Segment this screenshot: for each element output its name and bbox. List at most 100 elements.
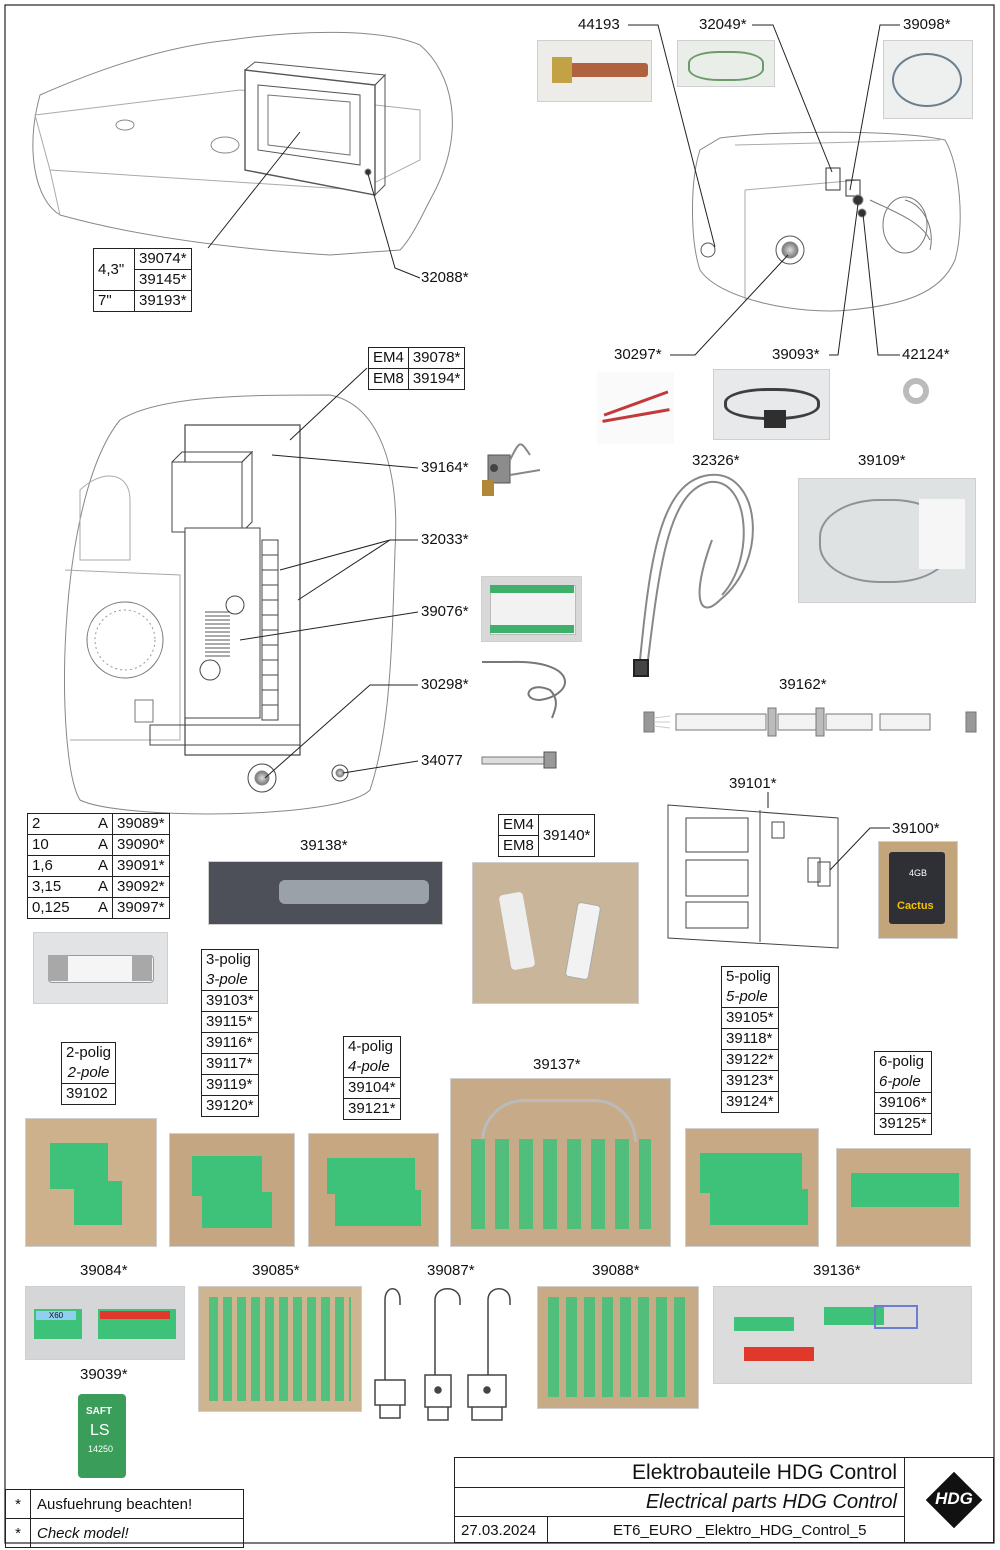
rod-34077 [481,751,557,769]
hdg-logo: HDG [925,1471,983,1529]
fuse-part: 39097* [112,897,170,919]
photo-42124-washer [903,378,929,404]
fuse-value: 1,6 [27,855,94,877]
photo-39137-connector-set [450,1078,671,1247]
pole4-table: 4-polig 4-pole 39104* 39121* [343,1036,401,1120]
fuse-value: 10 [27,834,94,856]
pole5-part: 39124* [721,1091,779,1113]
photo-39100-sd-card: 4GB Cactus [878,841,958,939]
em8-part: 39194* [407,368,466,390]
legend-de: Ausfuehrung beachten! [30,1489,244,1519]
pole3-part: 39116* [201,1032,259,1054]
photo-3pole-connector [169,1133,295,1247]
display-part-1: 39074* [134,248,192,270]
pole3-part: 39103* [201,990,259,1012]
pole4-en: 4-pole [343,1057,401,1078]
battery-model-text: LS [90,1422,110,1439]
callout-39162: 39162* [779,676,827,693]
fuse-unit: A [94,876,114,898]
callout-39138: 39138* [300,837,348,854]
hdg-logo-text: HDG [935,1489,973,1508]
sensor-30298 [482,660,566,719]
cable-32326 [633,473,754,677]
sd-size-text: 4GB [909,868,928,878]
fuse-part: 39090* [112,834,170,856]
callout-39093: 39093* [772,346,820,363]
fuse-value: 0,125 [27,897,94,919]
legend-en: Check model! [30,1518,244,1548]
photo-2pole-connector [25,1118,157,1247]
fuse-unit: A [94,813,114,835]
callout-39137: 39137* [533,1056,581,1073]
fuse-unit: A [94,855,114,877]
fuse-unit: A [94,834,114,856]
callout-42124: 42124* [902,346,950,363]
photo-39076-board [481,576,582,642]
pole5-part: 39123* [721,1070,779,1092]
photo-32049-cable [677,40,775,87]
fuse-part: 39089* [112,813,170,835]
display-size-43: 4,3" [93,248,135,291]
sd-brand-text: Cactus [897,900,934,912]
pole4-part: 39121* [343,1098,401,1120]
callout-30298: 30298* [421,676,469,693]
em4-part: 39078* [407,347,466,369]
pole6-de: 6-polig [874,1051,932,1072]
photo-39084-connectors: X60 [25,1286,185,1360]
callout-39087: 39087* [427,1262,475,1279]
em-fuse-em8: EM8 [498,835,539,857]
pole2-en: 2-pole [60,1063,117,1084]
callout-30297: 30297* [614,346,662,363]
callout-32326: 32326* [692,452,740,469]
display-table: 4,3"39074* 39145* 7"39193* [93,248,192,312]
date-text: 27.03.2024 [461,1522,537,1539]
fuse-part: 39092* [112,876,170,898]
callout-39085: 39085* [252,1262,300,1279]
callout-39084: 39084* [80,1262,128,1279]
callout-34077: 34077 [421,752,463,769]
photo-39088-connectors [537,1286,699,1409]
photo-39140-fuses [472,862,639,1004]
display-part-3: 39193* [134,290,192,312]
photo-6pole-connector [836,1148,971,1247]
photo-30297-sensor [597,372,674,444]
callout-39039: 39039* [80,1366,128,1383]
pole6-en: 6-pole [874,1072,932,1093]
x60-label: X60 [36,1311,76,1320]
callout-44193: 44193 [578,16,620,33]
callout-39076: 39076* [421,603,469,620]
harness-39162 [643,707,977,737]
callout-39088: 39088* [592,1262,640,1279]
callout-39136: 39136* [813,1262,861,1279]
pole3-en: 3-pole [201,970,259,991]
fuse-unit: A [94,897,114,919]
fuse-value: 3,15 [27,876,94,898]
photo-39138-fuse-bag [208,861,443,925]
photo-5pole-connector [685,1128,819,1247]
display-part-2: 39145* [134,269,192,291]
legend-star: * [5,1489,31,1519]
photo-39085-connectors [198,1286,362,1412]
pole5-part: 39118* [721,1028,779,1050]
callout-32049: 32049* [699,16,747,33]
legend-star: * [5,1518,31,1548]
pole4-part: 39104* [343,1077,401,1099]
callout-39109: 39109* [858,452,906,469]
battery-num-text: 14250 [88,1444,114,1454]
pole2-de: 2-polig [60,1042,117,1063]
pole3-part: 39117* [201,1053,259,1075]
photo-39136-connector-set [713,1286,972,1384]
photo-39098-cable [883,40,973,119]
title-de: Elektrobauteile HDG Control [632,1461,897,1484]
legend-table: *Ausfuehrung beachten! *Check model! [5,1489,244,1548]
pole6-part: 39106* [874,1092,932,1114]
photo-fuse-single [33,932,168,1004]
callout-39164: 39164* [421,459,469,476]
pole6-table: 6-polig 6-pole 39106* 39125* [874,1051,932,1135]
